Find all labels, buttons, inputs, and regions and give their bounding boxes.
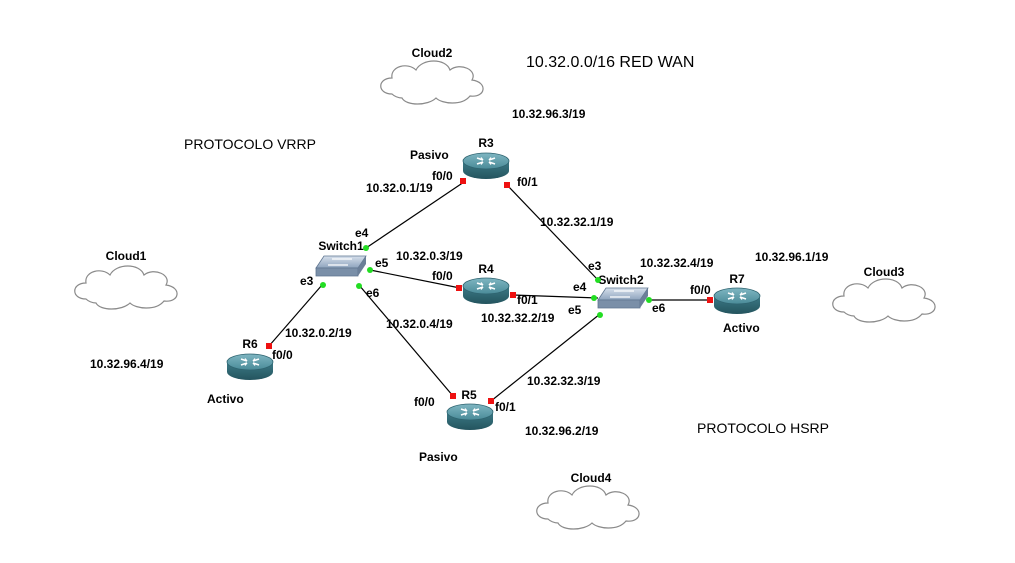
ip-r6-f00: 10.32.0.2/19 [285, 326, 352, 340]
cloud-2-label: Cloud2 [412, 46, 453, 60]
port-sw2-e5[interactable] [597, 312, 603, 318]
link-sw1-r6 [268, 284, 323, 347]
cloud-3: Cloud3 [832, 265, 936, 323]
ip-r4-f01: 10.32.32.2/19 [481, 311, 555, 325]
router-r6-role: Activo [207, 392, 244, 406]
router-r5-name: R5 [461, 388, 477, 402]
link-sw1-r4 [369, 269, 461, 289]
links [268, 181, 711, 402]
cloud-1-label: Cloud1 [106, 249, 147, 263]
port-sw1-e6[interactable] [356, 283, 362, 289]
label-sw2-e5: e5 [568, 303, 582, 317]
cloud-3-label: Cloud3 [864, 265, 905, 279]
port-r6-f00[interactable] [266, 343, 272, 349]
router-r3-role: Pasivo [410, 148, 449, 162]
port-sw1-e3[interactable] [320, 282, 326, 288]
router-r7-name: R7 [729, 272, 745, 286]
router-r4-name: R4 [478, 262, 494, 276]
router-r3[interactable]: R3 [462, 136, 510, 180]
cloud-4: Cloud4 [536, 471, 640, 530]
ip-r5-f01: 10.32.32.3/19 [527, 374, 601, 388]
port-sw2-e3[interactable] [595, 277, 601, 283]
port-r4-f01[interactable] [510, 292, 516, 298]
label-r4-f00: f0/0 [432, 269, 453, 283]
router-r6[interactable]: R6 [226, 337, 274, 381]
label-r3-f01: f0/1 [517, 175, 538, 189]
protocol-vrrp-label: PROTOCOLO VRRP [184, 136, 316, 152]
switch-1[interactable]: Switch1 [315, 239, 367, 277]
port-sw2-e4[interactable] [591, 295, 597, 301]
port-r4-f00[interactable] [456, 285, 462, 291]
link-r4-sw2 [512, 294, 599, 299]
port-r5-f01[interactable] [488, 398, 494, 404]
label-sw1-e6: e6 [366, 286, 380, 300]
label-r6-f00: f0/0 [272, 348, 293, 362]
cloud-4-label: Cloud4 [571, 471, 612, 485]
router-r7[interactable]: R7 [713, 272, 761, 315]
label-r4-f01: f0/1 [517, 293, 538, 307]
label-sw2-e6: e6 [652, 301, 666, 315]
cloud-2-network: 10.32.96.3/19 [512, 107, 586, 121]
link-sw1-r3 [365, 181, 465, 249]
port-r7-f00[interactable] [707, 297, 713, 303]
router-r4[interactable]: R4 [462, 262, 510, 305]
router-r3-name: R3 [478, 136, 494, 150]
ip-r3-f01: 10.32.32.1/19 [540, 215, 614, 229]
ip-r5-f00: 10.32.0.4/19 [386, 317, 453, 331]
port-r5-f00[interactable] [450, 393, 456, 399]
label-sw1-e3: e3 [300, 274, 314, 288]
port-sw2-e6[interactable] [646, 297, 652, 303]
link-r3-sw2 [506, 184, 599, 281]
cloud-1: Cloud1 [74, 249, 178, 310]
router-r5-role: Pasivo [419, 450, 458, 464]
switch-2-name: Switch2 [598, 273, 644, 287]
label-sw2-e4: e4 [573, 280, 587, 294]
switch-2[interactable]: Switch2 [597, 273, 649, 309]
cloud-2: Cloud2 [380, 46, 484, 105]
router-r7-role: Activo [723, 321, 760, 335]
port-r3-f01[interactable] [504, 182, 510, 188]
ip-r3-f00: 10.32.0.1/19 [366, 181, 433, 195]
protocol-hsrp-label: PROTOCOLO HSRP [697, 420, 829, 436]
port-r3-f00[interactable] [460, 178, 466, 184]
ip-r4-f00: 10.32.0.3/19 [396, 249, 463, 263]
router-r6-name: R6 [242, 337, 258, 351]
port-sw1-e5[interactable] [367, 267, 373, 273]
label-sw1-e4: e4 [355, 226, 369, 240]
ip-r7-f00: 10.32.32.4/19 [640, 256, 714, 270]
port-markers [266, 178, 713, 404]
port-sw1-e4[interactable] [363, 245, 369, 251]
diagram-title: 10.32.0.0/16 RED WAN [526, 54, 694, 71]
label-r7-f00: f0/0 [690, 283, 711, 297]
cloud-1-network: 10.32.96.4/19 [90, 357, 164, 371]
label-r3-f00: f0/0 [432, 169, 453, 183]
link-sw1-r5 [358, 284, 454, 397]
label-r5-f00: f0/0 [414, 395, 435, 409]
label-sw1-e5: e5 [375, 256, 389, 270]
link-r5-sw2 [490, 313, 601, 402]
label-r5-f01: f0/1 [495, 400, 516, 414]
switch-1-name: Switch1 [318, 239, 364, 253]
router-r5[interactable]: R5 [446, 388, 494, 431]
cloud-3-network: 10.32.96.1/19 [755, 250, 829, 264]
label-sw2-e3: e3 [588, 259, 602, 273]
cloud-4-network: 10.32.96.2/19 [525, 424, 599, 438]
